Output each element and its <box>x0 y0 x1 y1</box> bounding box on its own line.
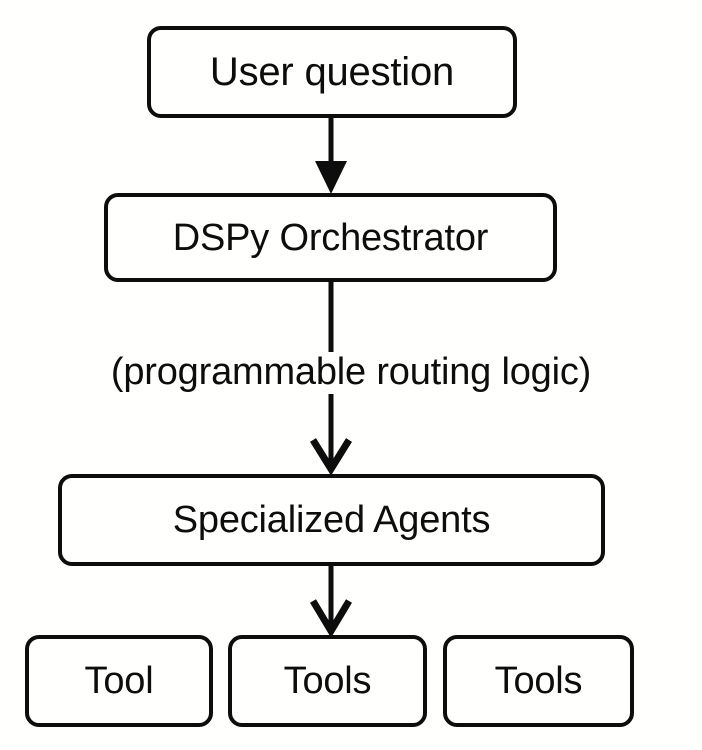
edge-specialized-agents-to-tools <box>309 566 353 638</box>
node-tool-3-label: Tools <box>494 660 583 702</box>
node-tool-1-label: Tool <box>84 660 154 702</box>
node-user-question-label: User question <box>209 50 455 94</box>
node-user-question[interactable]: User question <box>147 26 517 118</box>
node-specialized-agents-label: Specialized Agents <box>172 499 491 541</box>
node-tool-1[interactable]: Tool <box>25 635 213 727</box>
node-tool-2[interactable]: Tools <box>228 635 427 727</box>
node-tool-2-label: Tools <box>283 660 372 702</box>
node-dspy-orchestrator-label: DSPy Orchestrator <box>172 216 489 259</box>
node-specialized-agents[interactable]: Specialized Agents <box>58 474 605 566</box>
annotation-routing-logic: (programmable routing logic) <box>0 351 702 394</box>
node-dspy-orchestrator[interactable]: DSPy Orchestrator <box>104 193 557 282</box>
edge-user-question-to-dspy-orchestrator <box>315 118 347 194</box>
annotation-routing-logic-text: (programmable routing logic) <box>104 351 598 394</box>
node-tool-3[interactable]: Tools <box>443 635 634 727</box>
